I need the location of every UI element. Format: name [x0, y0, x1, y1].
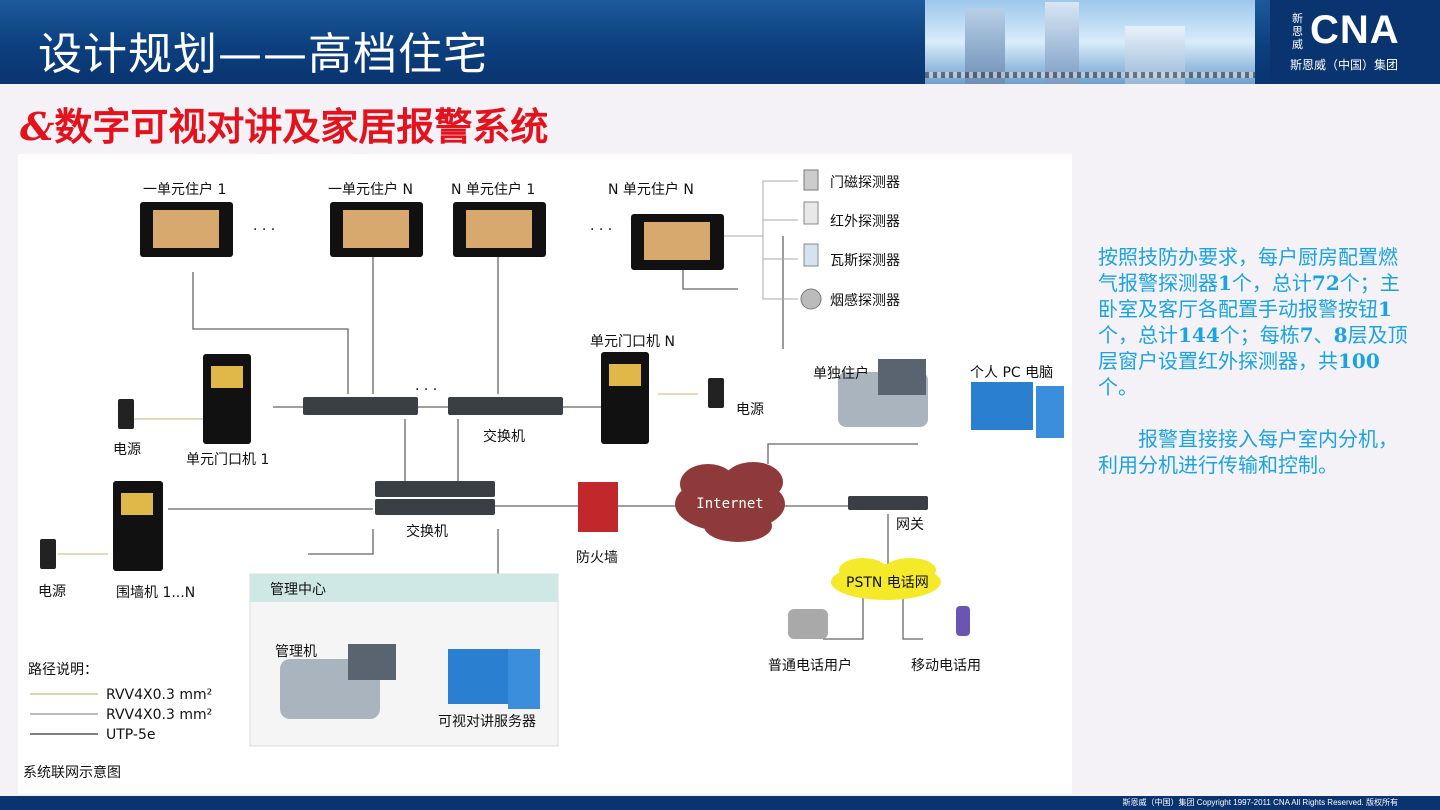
server-icon [448, 649, 540, 709]
label-video-server: 可视对讲服务器 [438, 714, 536, 730]
mobile-phone-icon [956, 606, 970, 636]
ellipsis-label: · · · [253, 222, 275, 238]
page-title: 设计规划——高档住宅 [38, 29, 488, 80]
management-center-header [250, 574, 558, 602]
label-power: 电源 [38, 584, 66, 600]
label-independent-household: 单独住户 [813, 365, 869, 382]
label-personal-pc: 个人 PC 电脑 [970, 365, 1053, 381]
network-diagram-svg: 一单元住户 1 一单元住户 N N 单元住户 1 N 单元住户 N · · · … [23, 169, 1064, 781]
label-unitN-householdN: N 单元住户 N [608, 181, 694, 198]
detector-lines [723, 180, 798, 300]
copyright-text: 斯恩威（中国）集团 Copyright 1997-2011 CNA All Ri… [1122, 798, 1399, 807]
videophone-icon [838, 359, 928, 427]
label-switch: 交换机 [483, 428, 525, 445]
management-phone-icon [280, 644, 396, 719]
label-pstn: PSTN 电话网 [846, 575, 929, 591]
description-text: 按照技防办要求，每户厨房配置燃气报警探测器1个，总计72个；主卧室及客厅各配置手… [1098, 244, 1408, 504]
heading-bullet-icon: & [20, 104, 55, 149]
building-image [1045, 2, 1079, 84]
label-ir-detector: 红外探测器 [830, 214, 900, 230]
section-heading-text: 数字可视对讲及家居报警系统 [54, 105, 549, 149]
film-strip-decoration [925, 72, 1255, 78]
ellipsis-label: · · · [590, 222, 612, 238]
footer-bar: 斯恩威（中国）集团 Copyright 1997-2011 CNA All Ri… [0, 796, 1440, 810]
power-lines [58, 393, 698, 555]
label-unit1-householdN: 一单元住户 N [328, 181, 413, 198]
legend-title: 路径说明： [28, 662, 98, 678]
label-management-unit: 管理机 [275, 644, 317, 660]
logo-small-text: 新思威 [1292, 12, 1303, 51]
internet-cloud-icon [675, 462, 785, 542]
power-adapter-icons [40, 378, 724, 569]
header-city-photo [925, 0, 1255, 84]
pc-icon [971, 382, 1064, 438]
label-unit1-household1: 一单元住户 1 [143, 181, 226, 198]
description-paragraph-2: 报警直接接入每户室内分机，利用分机进行传输和控制。 [1098, 427, 1398, 477]
cna-logo: 新思威 CNA 斯恩威（中国）集团 [1270, 0, 1440, 84]
label-power: 电源 [113, 442, 141, 458]
label-unit-door-n: 单元门口机 N [590, 334, 675, 350]
label-internet: Internet [696, 496, 763, 512]
door-station-icons [113, 352, 649, 571]
label-gateway: 网关 [896, 517, 924, 533]
section-heading: &数字可视对讲及家居报警系统 [20, 96, 548, 151]
network-diagram: 一单元住户 1 一单元住户 N N 单元住户 1 N 单元住户 N · · · … [18, 154, 1072, 794]
label-gas-detector: 瓦斯探测器 [830, 253, 900, 269]
logo-text: CNA [1310, 8, 1400, 52]
indoor-monitor-icons [140, 202, 724, 270]
detector-icons [800, 169, 822, 310]
building-image [965, 8, 1005, 84]
label-smoke-detector: 烟感探测器 [830, 292, 900, 309]
diagram-caption: 系统联网示意图 [23, 764, 121, 781]
description-paragraph-1: 按照技防办要求，每户厨房配置燃气报警探测器1个，总计72个；主卧室及客厅各配置手… [1098, 245, 1408, 399]
label-management-center: 管理中心 [270, 582, 326, 598]
header-bar: 设计规划——高档住宅 新思威 CNA 斯恩威（中国）集团 [0, 0, 1440, 84]
legend-label-1: RVV4X0.3 mm² [106, 687, 212, 703]
legend-label-3: UTP-5e [106, 727, 156, 743]
label-unitN-household1: N 单元住户 1 [451, 181, 535, 198]
logo-subtext: 斯恩威（中国）集团 [1290, 58, 1399, 72]
firewall-icon [578, 482, 618, 532]
label-switch: 交换机 [406, 523, 448, 540]
label-firewall: 防火墙 [576, 550, 618, 566]
ellipsis-label: · · · [415, 382, 437, 398]
label-wall-unit: 围墙机 1...N [116, 585, 195, 601]
telephone-icon [788, 609, 828, 639]
legend-label-2: RVV4X0.3 mm² [106, 707, 212, 723]
label-unit-door-1: 单元门口机 1 [186, 452, 269, 468]
label-door-detector: 门磁探测器 [830, 175, 900, 191]
label-phone-user: 普通电话用户 [768, 657, 852, 674]
label-power: 电源 [736, 402, 764, 418]
label-mobile-user: 移动电话用 [911, 658, 981, 674]
pstn-cloud-icon [831, 558, 941, 600]
switch-icons [303, 397, 928, 515]
